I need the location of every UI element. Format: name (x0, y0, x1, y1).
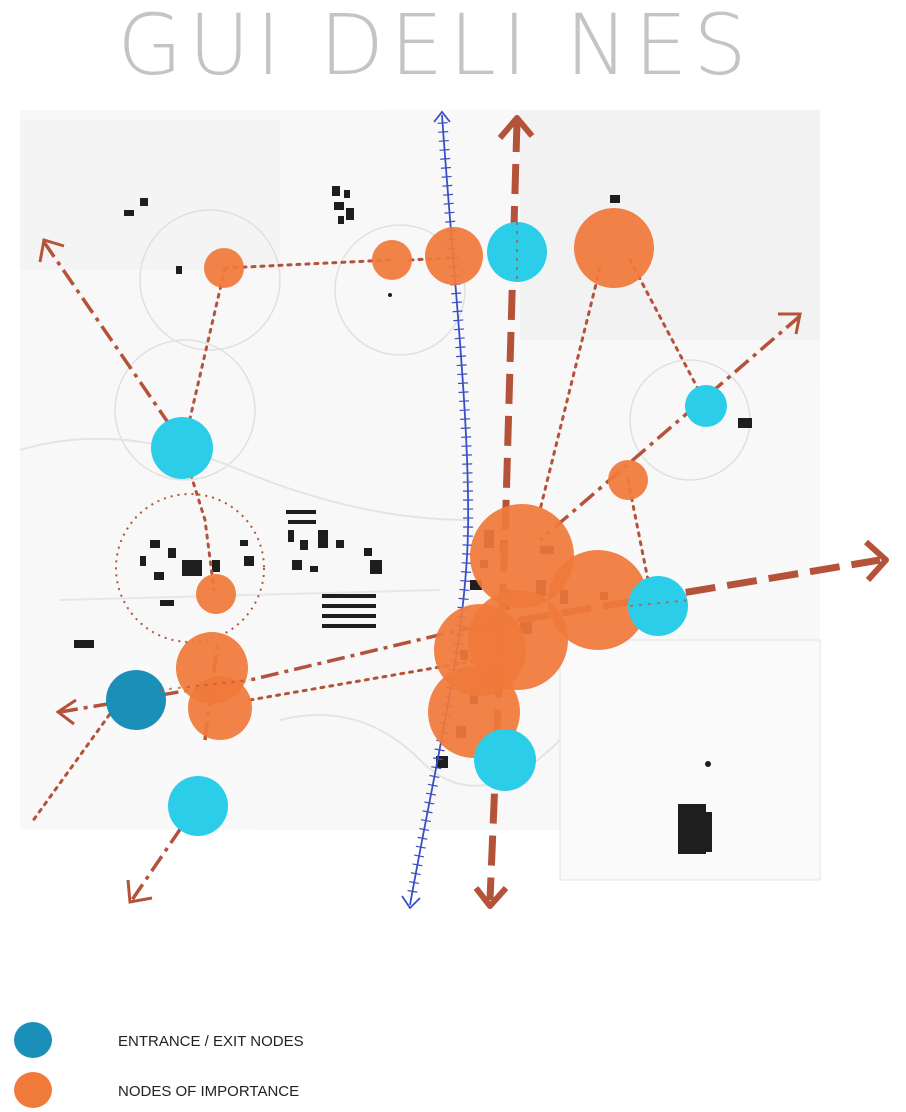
axis-tick (452, 302, 462, 303)
axis-tick (458, 383, 468, 384)
axis-tick (442, 176, 452, 177)
legend-item-importance: NODES OF IMPORTANCE (14, 1072, 894, 1112)
axis-tick (455, 347, 465, 348)
importance-node (372, 240, 412, 280)
axis-tick (461, 428, 471, 429)
axis-tick (440, 158, 450, 159)
axis-tick (440, 150, 450, 151)
entrance-node (106, 670, 166, 730)
axis-tick (438, 123, 448, 124)
site-map (0, 100, 906, 930)
axis-tick (456, 356, 466, 357)
axis-tick (445, 221, 455, 222)
axis-tick (461, 572, 471, 573)
importance-node (204, 248, 244, 288)
axis-tick (439, 141, 449, 142)
axis-tick (451, 293, 461, 294)
axis-tick (442, 185, 452, 186)
axis-tick (460, 581, 470, 582)
entrance-legend-swatch (14, 1022, 52, 1058)
axis-tick (443, 194, 453, 195)
axis-tick (462, 563, 472, 564)
axis-tick (445, 212, 455, 213)
axis-tick (438, 132, 448, 133)
axis-tick (459, 401, 469, 402)
axis-tick (460, 410, 470, 411)
axis-tick (444, 203, 454, 204)
axis-tick (454, 329, 464, 330)
axis-tick (455, 338, 465, 339)
importance-legend-swatch (14, 1072, 52, 1108)
entrance-node (151, 417, 213, 479)
page-title: GUI DELI NES (0, 0, 870, 94)
axis-tick (457, 365, 467, 366)
entrance-node (474, 729, 536, 791)
axis-tick (453, 311, 463, 312)
importance-node (608, 460, 648, 500)
legend-item-entrance: ENTRANCE / EXIT NODES (14, 1022, 894, 1062)
axis-tick (460, 419, 470, 420)
importance-node (574, 208, 654, 288)
axis-tick (459, 392, 469, 393)
entrance-node (168, 776, 228, 836)
axis-tick (457, 374, 467, 375)
axis-tick (453, 320, 463, 321)
importance-node (425, 227, 483, 285)
importance-node (196, 574, 236, 614)
axis-tick (441, 167, 451, 168)
entrance-node (685, 385, 727, 427)
background-plan (20, 110, 820, 880)
legend-label-entrance: ENTRANCE / EXIT NODES (118, 1033, 304, 1050)
entrance-node (628, 576, 688, 636)
legend-label-importance: NODES OF IMPORTANCE (118, 1083, 299, 1100)
